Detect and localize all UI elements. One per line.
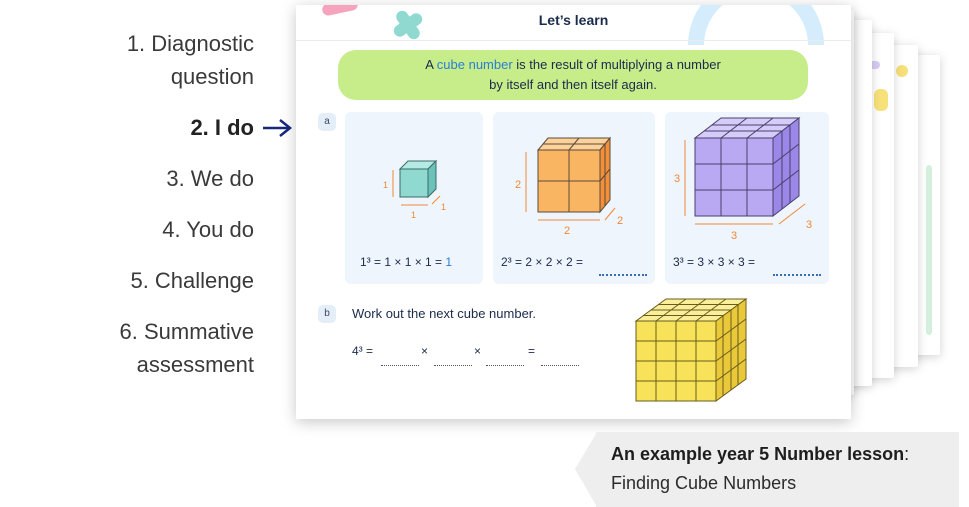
dim-label: 1 <box>383 180 388 190</box>
step-you-do: 4. You do <box>162 213 254 246</box>
question-label-b: b <box>318 305 336 323</box>
step-label: question <box>170 64 254 89</box>
worksheet-page: Let’s learn A cube number is the result … <box>296 5 851 419</box>
answer-blank[interactable] <box>381 364 419 366</box>
question-b-prompt: Work out the next cube number. <box>352 306 537 321</box>
times-sign: × <box>421 344 429 358</box>
question-label-a: a <box>318 113 336 131</box>
cube-1-illustration: 1 1 1 <box>383 159 446 220</box>
step-diagnostic-question: 1. Diagnostic question <box>127 27 254 93</box>
cube-equation-1: 1³ = 1 × 1 × 1 = 1 <box>360 255 452 269</box>
step-label: 1. Diagnostic <box>126 31 254 56</box>
dim-label: 1 <box>441 202 446 212</box>
arrow-right-icon <box>263 119 293 137</box>
cube-4-illustration <box>634 298 748 402</box>
answer-blank[interactable] <box>599 274 647 276</box>
answer-blank[interactable] <box>434 364 472 366</box>
cube-panel-3: 3 3 3 3³ = 3 × 3 × 3 = <box>665 112 829 284</box>
step-label: 6. Summative <box>119 319 255 344</box>
decorative-shapes <box>322 5 824 45</box>
definition-line-1: A cube number is the result of multiplyi… <box>338 55 808 75</box>
dim-label: 3 <box>731 230 737 242</box>
dim-label: 3 <box>674 173 680 185</box>
equation-answer: 1 <box>445 255 453 269</box>
worksheet-title: Let’s learn <box>538 12 609 28</box>
answer-blank[interactable] <box>486 364 524 366</box>
step-i-do: 2. I do <box>190 111 254 144</box>
equals-sign: = <box>528 344 536 358</box>
step-label: 3. We do <box>166 166 254 191</box>
equation-text: 3³ = 3 × 3 × 3 = <box>673 255 756 269</box>
step-label: 5. Challenge <box>130 268 254 293</box>
caption-subtitle: Finding Cube Numbers <box>611 473 797 493</box>
step-label: 2. I do <box>190 115 254 140</box>
definition-keyword: cube number <box>436 57 513 72</box>
worksheet-header: Let’s learn <box>296 5 851 41</box>
step-label: assessment <box>136 352 254 377</box>
lesson-steps: 1. Diagnostic question 2. I do 3. We do … <box>0 0 295 507</box>
caption-title-bold: An example year 5 Number lesson <box>611 444 905 464</box>
cube-equation-2: 2³ = 2 × 2 × 2 = <box>501 255 583 269</box>
times-sign: × <box>474 344 482 358</box>
answer-blank[interactable] <box>773 274 821 276</box>
cube-panel-1: 1 1 1 1³ = 1 × 1 × 1 = 1 <box>345 112 483 284</box>
equation-text: 1³ = 1 × 1 × 1 = <box>360 255 446 269</box>
dim-label: 2 <box>617 215 623 227</box>
cube-3-illustration: 3 3 3 <box>674 116 812 242</box>
definition-line-2: by itself and then itself again. <box>489 77 657 92</box>
definition-text: is the result of multiplying a number <box>512 57 721 72</box>
dim-label: 2 <box>564 225 570 237</box>
caption-title-rest: : <box>904 444 910 464</box>
caption-pointer <box>575 432 597 507</box>
caption-title: An example year 5 Number lesson: <box>611 444 909 465</box>
step-summative-assessment: 6. Summative assessment <box>120 315 255 381</box>
step-challenge: 5. Challenge <box>130 264 254 297</box>
definition-box: A cube number is the result of multiplyi… <box>338 50 808 100</box>
equation-text: 2³ = 2 × 2 × 2 = <box>501 255 584 269</box>
cube-2-illustration: 2 2 2 <box>515 136 623 237</box>
cube-equation-3: 3³ = 3 × 3 × 3 = <box>673 255 755 269</box>
step-we-do: 3. We do <box>166 162 254 195</box>
answer-blank[interactable] <box>541 364 579 366</box>
lesson-caption: An example year 5 Number lesson: Finding… <box>596 432 959 507</box>
dim-label: 3 <box>806 219 812 231</box>
cube-panel-2: 2 2 2 2³ = 2 × 2 × 2 = <box>493 112 655 284</box>
dim-label: 2 <box>515 179 521 191</box>
definition-text: A <box>425 57 437 72</box>
dim-label: 1 <box>411 210 416 220</box>
step-label: 4. You do <box>162 217 254 242</box>
equation-start: 4³ = <box>352 344 374 358</box>
